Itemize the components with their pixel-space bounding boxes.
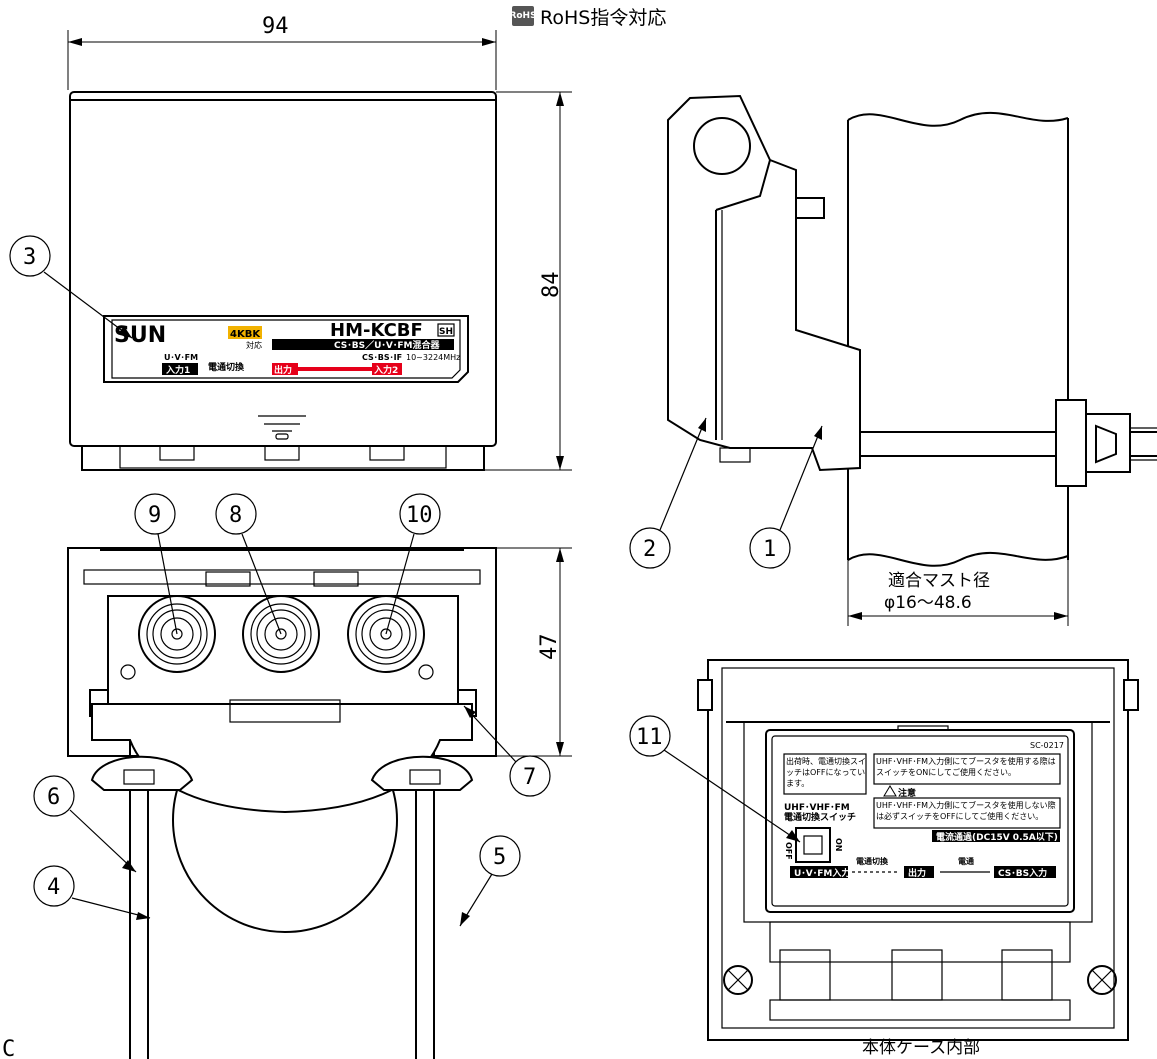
svg-text:4: 4 (47, 875, 60, 900)
power-label: 電通 (958, 856, 974, 866)
dimension-height-47: 47 (496, 547, 572, 757)
callout-3: 3 (9, 235, 133, 339)
callout-6: 6 (33, 775, 137, 873)
badge-4kbk: 4KBK (230, 329, 261, 340)
power-switch (795, 827, 831, 863)
svg-text:3: 3 (23, 245, 36, 270)
svg-text:1: 1 (763, 537, 776, 562)
panel-code: SC-0217 (1030, 741, 1064, 750)
dimension-width-94: 94 (67, 14, 497, 90)
callout-10: 10 (385, 493, 441, 635)
plate-freq: 10~3224MHz (406, 353, 460, 362)
plate-uvfm: U･V･FM (164, 353, 198, 362)
switch-title: UHF･VHF･FM (784, 803, 850, 813)
callout-5: 5 (459, 835, 521, 927)
callout-11: 11 (629, 715, 801, 843)
sh-mark: SH (439, 327, 453, 337)
note-on: UHF･VHF･FM入力側にてブースタを使用する際はスイッチをONにしてご使用く… (876, 757, 1056, 777)
plate-subtitle: CS･BS／U･V･FM混合器 (334, 339, 440, 351)
connector-8 (242, 595, 320, 673)
side-view (667, 94, 1157, 567)
badge-4kbk-sub: 対応 (246, 340, 262, 350)
dimension-mast: 適合マスト径 φ16～48.6 (847, 560, 1069, 626)
svg-text:11: 11 (636, 725, 663, 750)
dim-height-84-text: 84 (539, 272, 564, 299)
svg-text:9: 9 (148, 503, 161, 528)
svg-text:7: 7 (523, 765, 536, 790)
switch-on: ON (834, 838, 843, 852)
dim-width-text: 94 (262, 14, 289, 39)
plate-freq-label: CS･BS･IF (362, 353, 402, 362)
svg-text:8: 8 (229, 503, 242, 528)
note-off: UHF･VHF･FM入力側にてブースタを使用しない際は必ずスイッチをOFFにして… (876, 801, 1056, 821)
plate-switch: 電通切換 (208, 361, 245, 373)
brand-logo: SUN (114, 323, 166, 348)
svg-text:6: 6 (47, 785, 60, 810)
svg-text:10: 10 (406, 503, 433, 528)
caution-icon (883, 785, 897, 797)
svg-text:5: 5 (493, 845, 506, 870)
rohs-icon: RoHS (509, 6, 537, 26)
dim-height-47-text: 47 (537, 634, 562, 661)
inner-case-caption: 本体ケース内部 (862, 1038, 980, 1058)
csbs-input: CS･BS入力 (998, 867, 1047, 879)
label-plate: SUN 4KBK 対応 HM-KCBF SH CS･BS／U･V･FM混合器 C… (103, 315, 469, 383)
mast-range: φ16～48.6 (884, 593, 972, 613)
plate-input1: 入力1 (165, 364, 190, 376)
mast-label: 適合マスト径 (888, 571, 990, 591)
uvfm-input: U･V･FM入力 (794, 867, 850, 879)
output-label: 出力 (908, 867, 926, 879)
power-switch-label: 電通切換 (856, 856, 889, 866)
inner-case-view: SC-0217 出荷時、電通切換スイッチはOFFになっています。 UHF･VHF… (697, 659, 1139, 1041)
rohs-heading: RoHS RoHS指令対応 (509, 2, 667, 30)
switch-off: OFF (784, 842, 793, 860)
plate-output: 出力 (274, 364, 292, 376)
caution-title: 注意 (898, 787, 916, 799)
callout-2: 2 (629, 417, 707, 569)
svg-text:2: 2 (643, 537, 656, 562)
front-view: SUN 4KBK 対応 HM-KCBF SH CS･BS／U･V･FM混合器 C… (69, 91, 497, 471)
note-default: 出荷時、電通切換スイッチはOFFになっています。 (786, 757, 866, 788)
dimension-height-84: 84 (484, 91, 572, 471)
connector-10 (347, 595, 425, 673)
model-number: HM-KCBF (330, 320, 423, 341)
connector-9 (138, 595, 216, 673)
rohs-title-text: RoHS指令対応 (540, 6, 667, 29)
callout-1: 1 (749, 425, 823, 569)
corner-mark: C (2, 1037, 15, 1059)
callout-4: 4 (33, 865, 151, 920)
switch-title2: 電通切換スイッチ (784, 811, 856, 823)
power-pass: 電流通過(DC15V 0.5A以下) (936, 831, 1058, 843)
callout-9: 9 (134, 493, 178, 635)
bottom-view (67, 547, 497, 1059)
plate-input2: 入力2 (373, 364, 398, 376)
callout-8: 8 (215, 493, 282, 635)
callout-7: 7 (463, 705, 551, 797)
